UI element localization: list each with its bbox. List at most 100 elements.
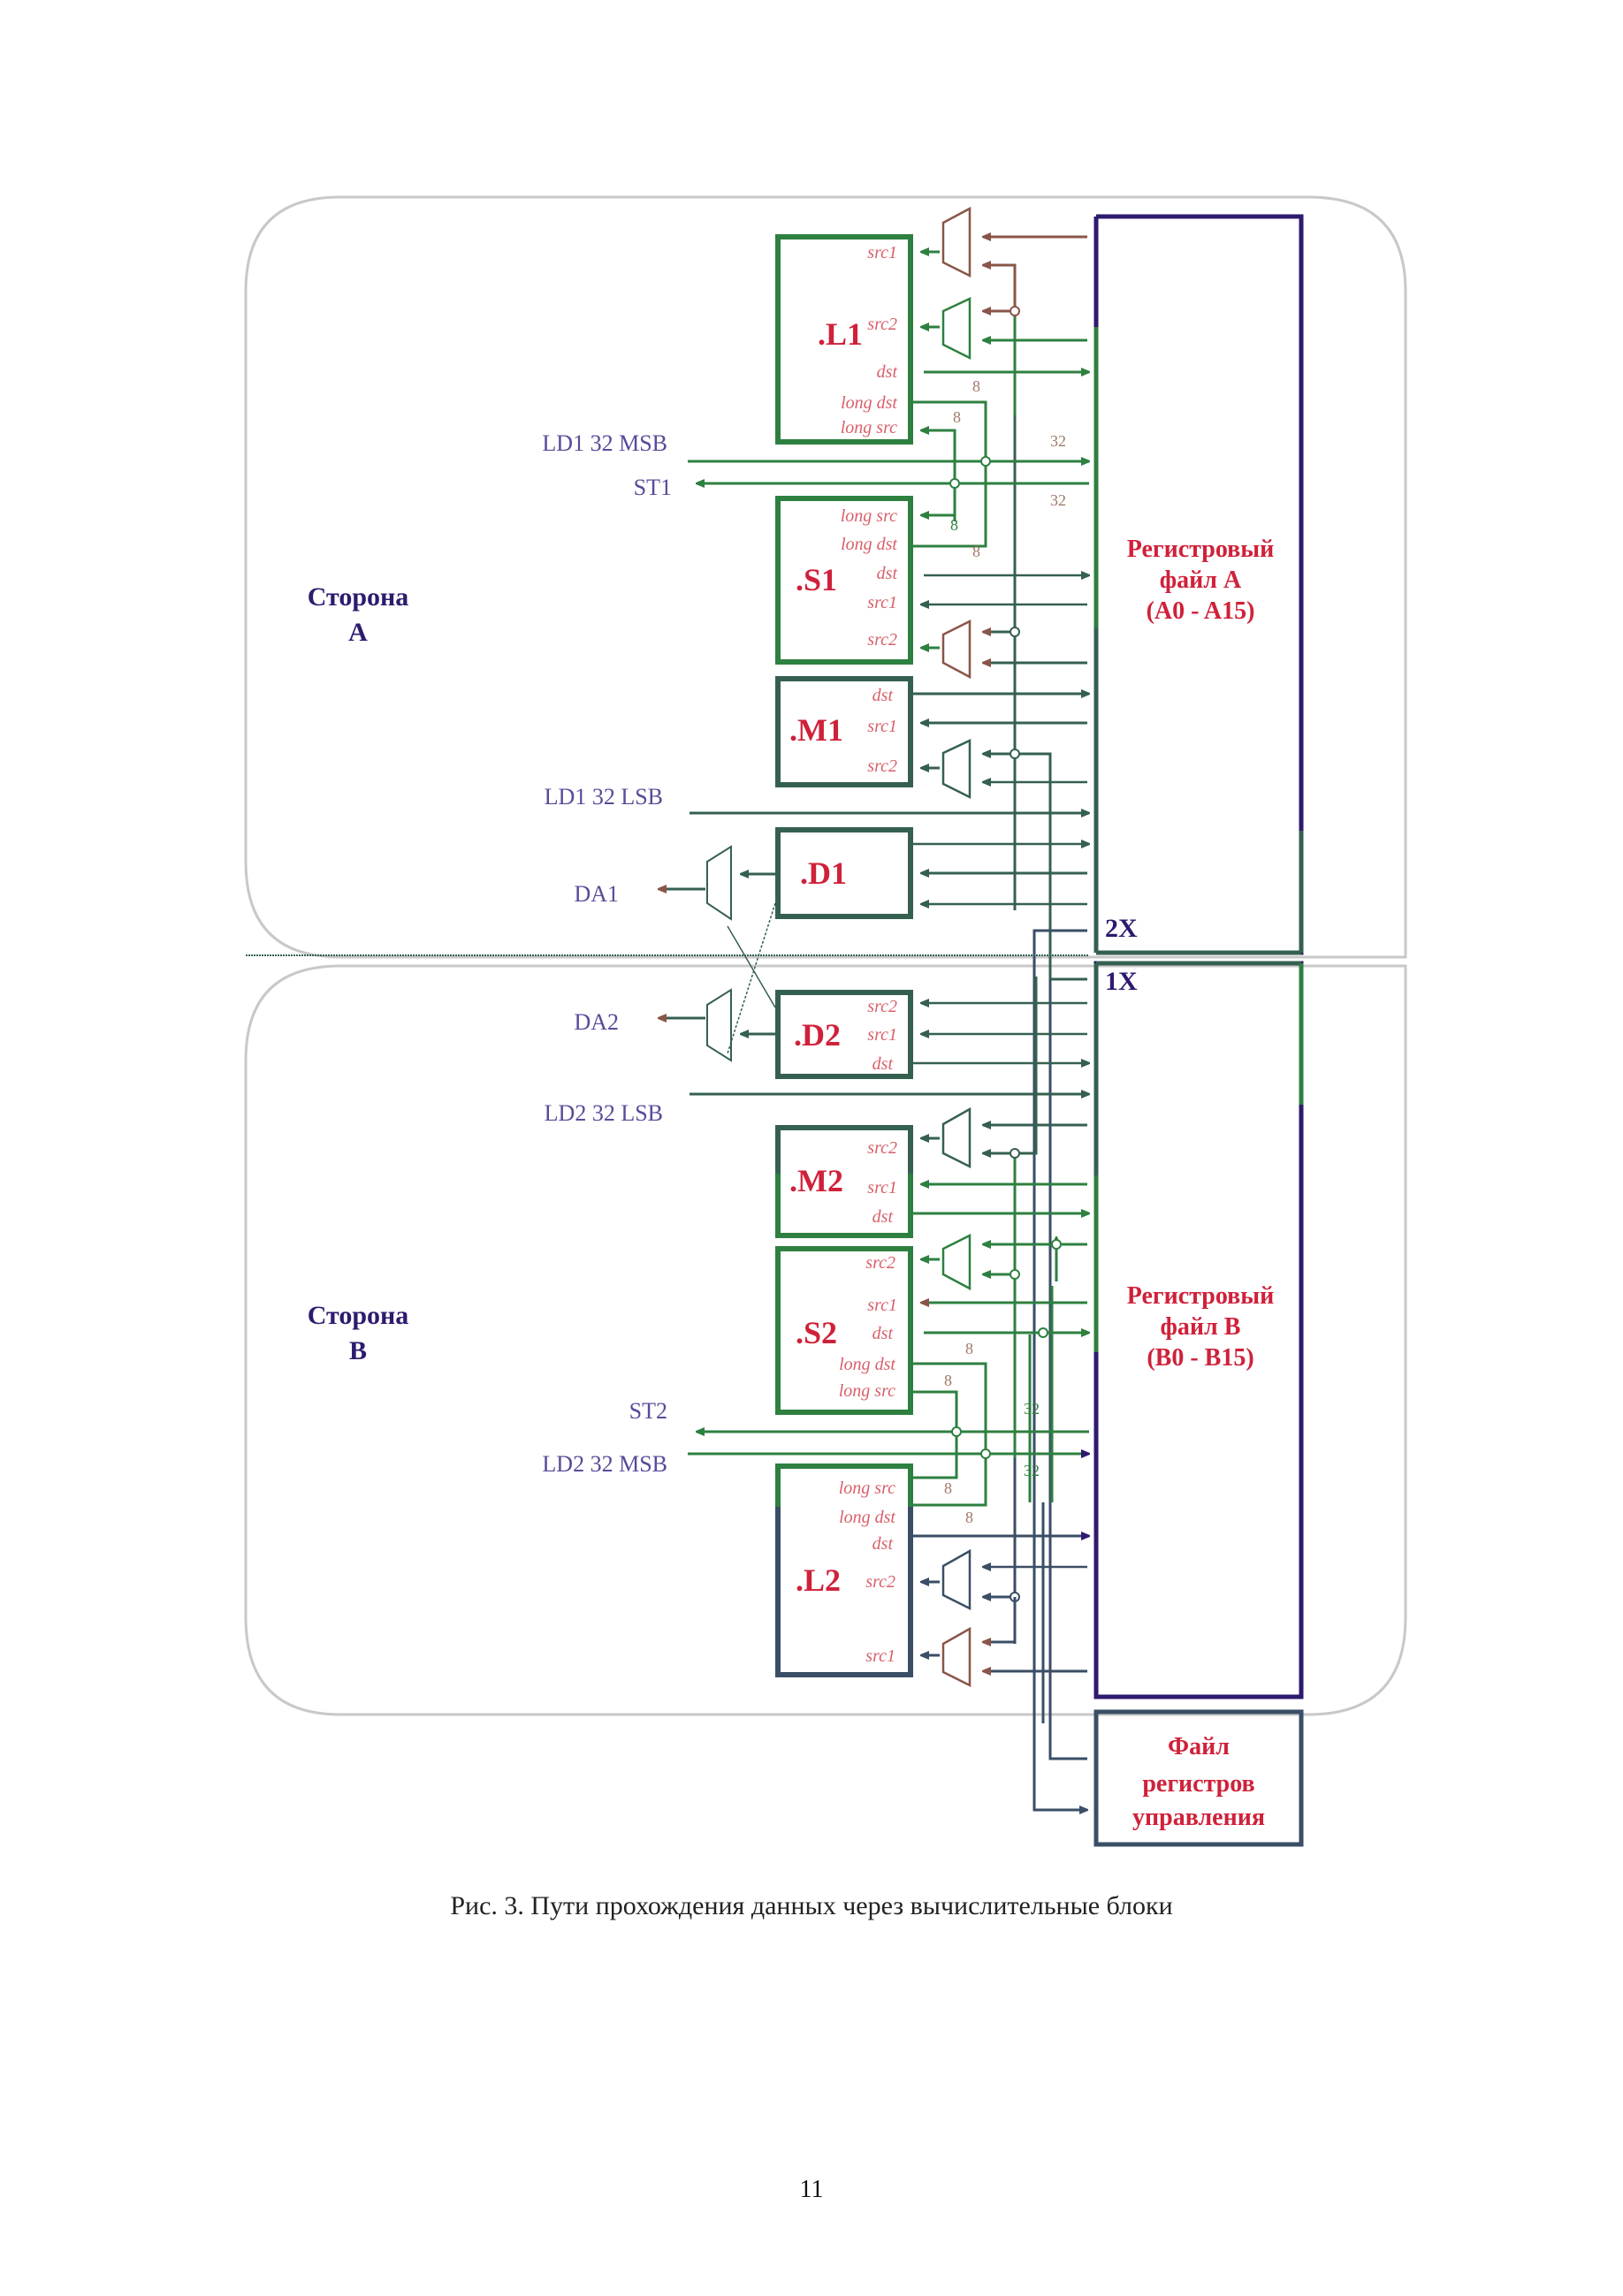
s1-port-src1: src1	[867, 593, 897, 612]
m1-connections	[913, 694, 1089, 813]
unit-m2[interactable]: .M2 src2 src1 dst	[775, 1125, 913, 1238]
d2-port-src2: src2	[867, 997, 897, 1016]
l1-port-long-src: long src	[841, 418, 897, 437]
s2-port-long-src: long src	[839, 1381, 895, 1401]
s1-port-src2: src2	[867, 630, 897, 650]
s2-long-dst-width: 8	[965, 1340, 973, 1357]
l2-port-long-dst: long dst	[839, 1508, 895, 1527]
unit-s2-name: .S2	[796, 1315, 837, 1350]
mux-l1-src2	[941, 297, 972, 361]
l1-port-src2: src2	[867, 315, 897, 334]
m2-port-dst: dst	[872, 1207, 894, 1227]
l2-port-long-src: long src	[839, 1479, 895, 1498]
unit-d2[interactable]: .D2 src2 src1 dst	[775, 990, 913, 1079]
register-file-b-title: Регистровый	[1127, 1282, 1275, 1310]
side-b-label: Сторона	[308, 1301, 409, 1330]
l2-connections	[913, 1536, 1089, 1688]
m2-port-src1: src1	[867, 1178, 897, 1197]
register-file-a-range: (A0 - A15)	[1147, 597, 1255, 625]
d1-connections	[659, 844, 1089, 1054]
side-a-label: Сторона	[308, 582, 409, 612]
bus-ld2-lsb-label: LD2 32 LSB	[545, 1100, 663, 1126]
s1-long-dst-width: 8	[972, 543, 980, 560]
register-file-a: Регистровый файл A (A0 - A15) 2X	[1093, 214, 1304, 955]
l2-port-src2: src2	[865, 1572, 895, 1592]
shared-vertical-buses	[1013, 309, 1087, 1810]
unit-s1[interactable]: .S1 long src long dst dst src1 src2	[775, 496, 913, 665]
unit-s2[interactable]: .S2 src2 src1 dst long dst long src	[775, 1246, 913, 1415]
l1-long-src-width: 8	[953, 408, 961, 426]
side-a-letter: A	[348, 618, 368, 647]
d2-port-dst: dst	[872, 1054, 894, 1074]
mux-l2-src2	[941, 1548, 972, 1611]
cross-path-2x: 2X	[1105, 914, 1138, 943]
unit-d1[interactable]: .D1	[775, 827, 913, 919]
unit-l2[interactable]: .L2 long src long dst dst src2 src1	[775, 1464, 913, 1677]
bus-ld2-msb-label: LD2 32 MSB	[542, 1451, 667, 1477]
s2-long-src-width: 8	[944, 1372, 952, 1389]
l1-port-src1: src1	[867, 243, 897, 262]
unit-s1-name: .S1	[796, 562, 837, 597]
s1-port-long-src: long src	[841, 506, 897, 526]
bus-da1-label: DA1	[574, 881, 619, 907]
register-file-b: Регистровый файл B (B0 - B15) 1X	[1093, 961, 1304, 1699]
mux-l1-src1	[941, 206, 972, 278]
unit-d1-name: .D1	[800, 855, 847, 891]
l2-long-src-width: 8	[944, 1479, 952, 1497]
mux-m2-src2	[941, 1106, 972, 1169]
register-file-a-subtitle: файл A	[1160, 566, 1242, 594]
s2-port-src2: src2	[865, 1253, 895, 1273]
s2-connections	[912, 1233, 1089, 1507]
unit-l1-name: .L1	[818, 316, 863, 352]
m2-port-src2: src2	[867, 1138, 897, 1158]
bus-ld1-msb-label: LD1 32 MSB	[542, 430, 667, 456]
mux-s2-src2	[941, 1233, 972, 1291]
unit-m2-name: .M2	[789, 1163, 843, 1198]
unit-m1[interactable]: .M1 dst src1 src2	[775, 676, 913, 787]
ld1-msb-width: 32	[1050, 432, 1066, 450]
cross-path-1x: 1X	[1105, 967, 1138, 996]
register-file-b-subtitle: файл B	[1161, 1313, 1241, 1341]
register-file-a-title: Регистровый	[1127, 536, 1275, 563]
s1-connections	[921, 515, 1089, 680]
control-file-line2: регистров	[1142, 1770, 1254, 1798]
page-number: 11	[799, 2176, 824, 2203]
bus-ld1-lsb-label: LD1 32 LSB	[545, 784, 663, 810]
s1-port-long-dst: long dst	[841, 535, 897, 554]
side-a-region	[244, 195, 1407, 959]
mux-da2	[706, 988, 732, 1062]
unit-l1[interactable]: .L1 src1 src2 dst long dst long src	[775, 234, 913, 445]
unit-l2-name: .L2	[796, 1562, 841, 1598]
figure-caption: Рис. 3. Пути прохождения данных через вы…	[450, 1891, 1173, 1920]
l1-long-dst-width: 8	[972, 377, 980, 395]
s2-port-long-dst: long dst	[839, 1355, 895, 1374]
control-file-line1: Файл	[1168, 1733, 1230, 1760]
side-b-region	[244, 964, 1407, 1716]
control-file-line3: управления	[1132, 1804, 1265, 1831]
unit-m1-name: .M1	[789, 712, 843, 748]
m1-port-src2: src2	[867, 756, 897, 776]
l2-port-src1: src1	[865, 1646, 895, 1666]
side-b-letter: B	[349, 1336, 367, 1365]
bus-st1-label: ST1	[634, 475, 672, 500]
mux-da1	[706, 845, 732, 921]
l2-long-dst-width: 8	[965, 1509, 973, 1526]
d2-connections	[659, 988, 1089, 1063]
control-register-file: Файл регистров управления	[1093, 1709, 1304, 1847]
unit-d2-name: .D2	[794, 1017, 841, 1053]
l1-port-long-dst: long dst	[841, 393, 897, 413]
bus-da2-label: DA2	[574, 1009, 619, 1035]
l1-connections	[912, 206, 1089, 548]
st1-width: 32	[1050, 491, 1066, 509]
s1-long-src-width: 8	[950, 516, 958, 534]
s2-port-dst: dst	[872, 1324, 894, 1343]
mux-s1-src2	[941, 619, 972, 680]
l1-port-dst: dst	[877, 362, 898, 382]
register-file-b-range: (B0 - B15)	[1147, 1344, 1253, 1372]
s2-port-src1: src1	[867, 1296, 897, 1315]
m1-port-dst: dst	[872, 686, 894, 705]
st2-width: 32	[1024, 1400, 1040, 1418]
ld2-msb-width: 32	[1024, 1462, 1040, 1479]
m2-connections	[913, 977, 1089, 1213]
